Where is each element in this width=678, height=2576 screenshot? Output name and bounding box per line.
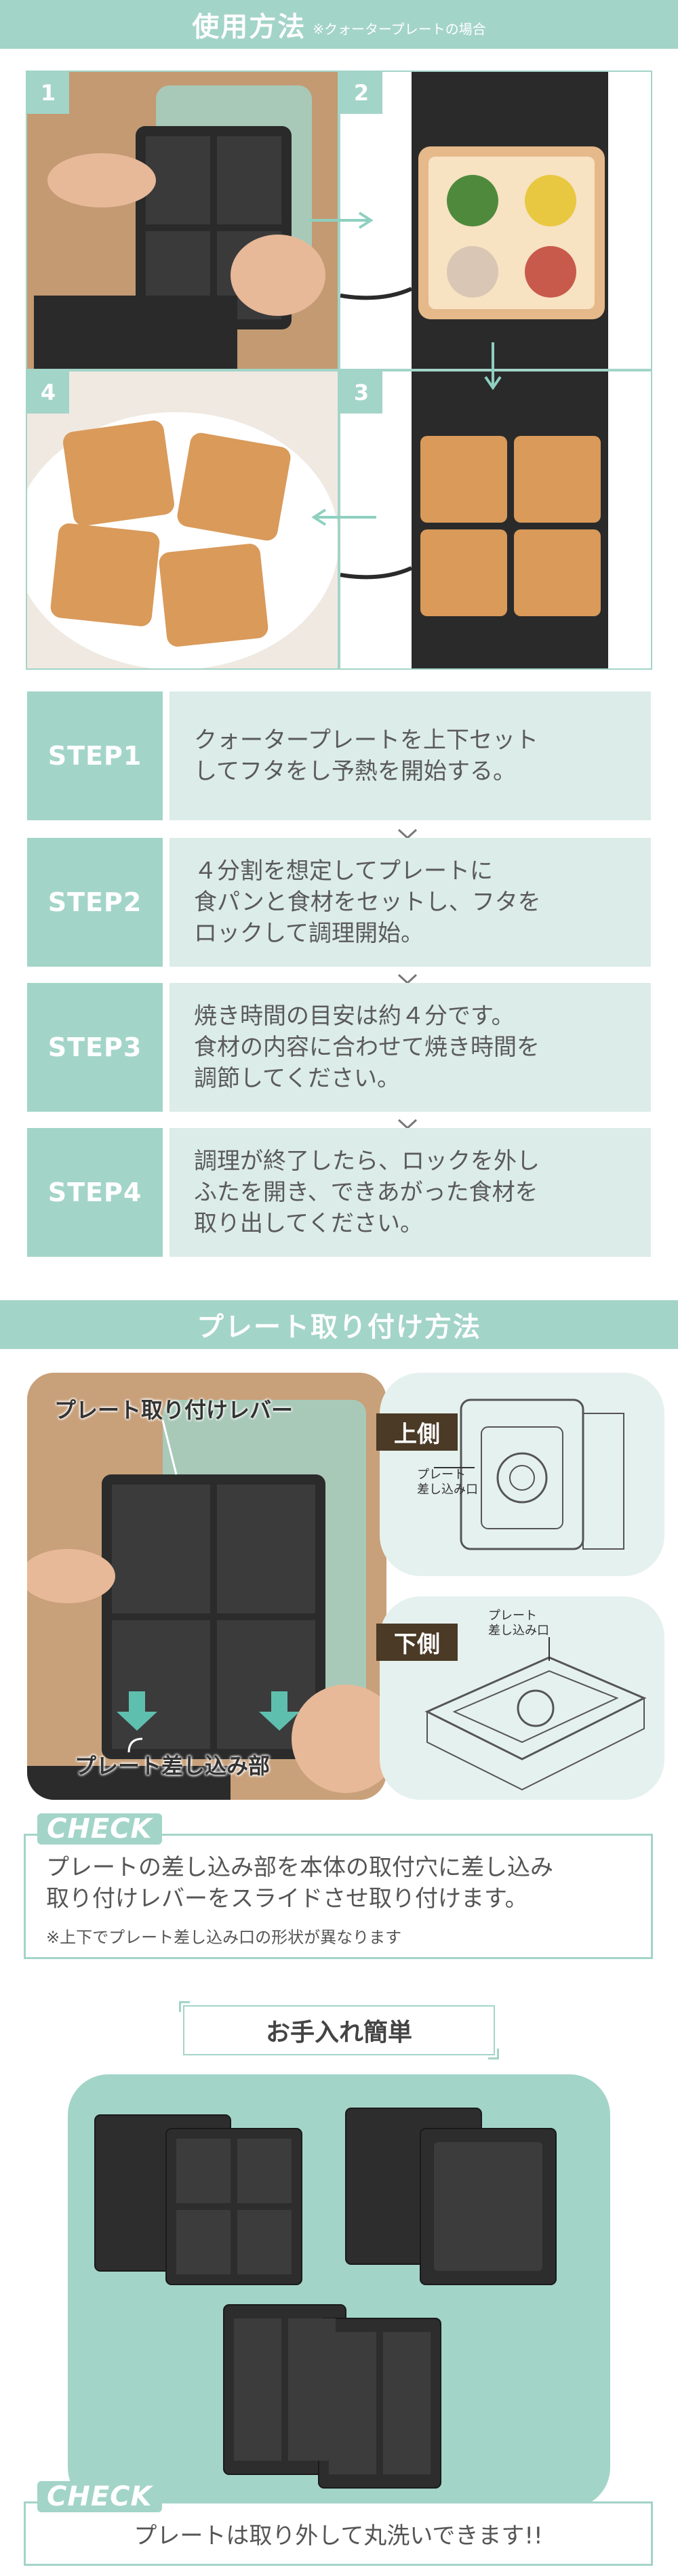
corner-ornament	[488, 2049, 499, 2059]
upper-slot-line-1: プレート	[417, 1468, 466, 1482]
photo-step3: 3	[339, 370, 652, 670]
attach-check-tag: CHECK	[37, 1813, 162, 1845]
step-3-line-1: 焼き時間の目安は約４分です。	[194, 1003, 515, 1030]
bread-with-fillings-illustration	[340, 72, 651, 369]
photo-step1: 1	[26, 71, 339, 370]
arrow-down-icon	[484, 342, 502, 390]
step-label-3: STEP3	[27, 983, 163, 1112]
step-1-line-1: クォータープレートを上下セット	[194, 727, 538, 754]
step-1-line-2: してフタをし予熱を開始する。	[194, 758, 516, 785]
arrow-right-icon	[308, 212, 374, 229]
photo-step4: 4	[26, 370, 339, 670]
insert-label: プレート差し込み部	[75, 1753, 271, 1779]
attach-check-box: プレートの差し込み部を本体の取付穴に差し込み 取り付けレバーをスライドさせ取り付…	[24, 1834, 653, 1959]
lower-side-card: 下側 プレート 差し込み口	[376, 1596, 664, 1800]
step-4-line-1: 調理が終了したら、ロックを外し	[194, 1148, 540, 1175]
step-label-4: STEP4	[27, 1128, 163, 1257]
care-check-text: プレートは取り外して丸洗いできます!!	[134, 2522, 543, 2550]
step-row-1: STEP1 クォータープレートを上下セット してフタをし予熱を開始する。	[27, 691, 651, 820]
photo-number-2: 2	[340, 72, 382, 114]
usage-subtitle: ※クォータープレートの場合	[313, 20, 486, 37]
step-2-line-2: 食パンと食材をセットし、フタを	[194, 889, 541, 916]
attach-title: プレート取り付け方法	[197, 1312, 481, 1343]
attach-check-note: ※上下でプレート差し込み口の形状が異なります	[46, 1928, 402, 1947]
lower-slot-line-1: プレート	[488, 1609, 537, 1623]
lower-plate-diagram	[424, 1637, 647, 1791]
care-title: お手入れ簡単	[265, 2019, 412, 2047]
removable-plates-illustration	[94, 2108, 557, 2489]
step-label-2: STEP2	[27, 838, 163, 967]
attach-photo: プレート取り付けレバー プレート差し込み部	[27, 1373, 386, 1800]
toasted-sandwiches-in-maker-illustration	[340, 371, 651, 668]
step-2-line-3: ロックして調理開始。	[194, 920, 424, 947]
step-text-2: ４分割を想定してプレートに 食パンと食材をセットし、フタを ロックして調理開始。	[170, 838, 651, 967]
attach-check-line-1: プレートの差し込み部を本体の取付穴に差し込み	[46, 1854, 553, 1881]
step-row-3: STEP3 焼き時間の目安は約４分です。 食材の内容に合わせて焼き時間を 調節し…	[27, 983, 651, 1112]
lower-slot-line-2: 差し込み口	[488, 1624, 549, 1638]
photo-number-3: 3	[340, 371, 382, 414]
step-row-2: STEP2 ４分割を想定してプレートに 食パンと食材をセットし、フタを ロックし…	[27, 838, 651, 967]
step-label-1: STEP1	[27, 691, 163, 820]
care-title-box: お手入れ簡単	[179, 2001, 499, 2059]
upper-side-card: 上側 プレート 差し込み口	[376, 1373, 664, 1576]
finished-sandwiches-illustration	[27, 371, 338, 668]
attach-check-text: プレートの差し込み部を本体の取付穴に差し込み 取り付けレバーをスライドさせ取り付…	[46, 1852, 553, 1914]
arrow-left-icon	[311, 508, 376, 526]
usage-header-band: 使用方法 ※クォータープレートの場合	[0, 0, 678, 49]
step-4-line-2: ふたを開き、できあがった食材を	[194, 1179, 538, 1206]
step-3-line-2: 食材の内容に合わせて焼き時間を	[194, 1034, 540, 1061]
upper-plate-diagram	[434, 1398, 624, 1550]
step-text-3: 焼き時間の目安は約４分です。 食材の内容に合わせて焼き時間を 調節してください。	[170, 983, 651, 1112]
step-row-4: STEP4 調理が終了したら、ロックを外し ふたを開き、できあがった食材を 取り…	[27, 1128, 651, 1257]
upper-slot-line-2: 差し込み口	[417, 1483, 478, 1497]
photo-number-1: 1	[27, 72, 69, 114]
step-text-4: 調理が終了したら、ロックを外し ふたを開き、できあがった食材を 取り出してくださ…	[170, 1128, 651, 1257]
step-4-line-3: 取り出してください。	[194, 1210, 423, 1237]
lever-label: プレート取り付けレバー	[54, 1397, 294, 1423]
corner-ornament	[179, 2001, 190, 2012]
usage-title: 使用方法	[192, 12, 306, 43]
photo-number-4: 4	[27, 371, 69, 414]
step-3-line-3: 調節してください。	[194, 1065, 400, 1092]
attach-header-band: プレート取り付け方法	[0, 1300, 678, 1349]
upper-slot-label: プレート 差し込み口	[417, 1468, 478, 1497]
lower-slot-label: プレート 差し込み口	[488, 1609, 549, 1638]
lower-side-tag: 下側	[376, 1624, 458, 1661]
step-text-1: クォータープレートを上下セット してフタをし予熱を開始する。	[170, 691, 651, 820]
care-plates-panel	[68, 2074, 610, 2508]
photo-step2: 2	[339, 71, 652, 370]
upper-side-tag: 上側	[376, 1413, 458, 1451]
care-check-tag: CHECK	[37, 2481, 162, 2512]
attach-check-line-2: 取り付けレバーをスライドさせ取り付けます。	[46, 1885, 528, 1912]
sandwich-maker-open-illustration	[27, 72, 338, 369]
plate-attach-illustration	[27, 1373, 386, 1800]
step-2-line-1: ４分割を想定してプレートに	[194, 858, 493, 885]
